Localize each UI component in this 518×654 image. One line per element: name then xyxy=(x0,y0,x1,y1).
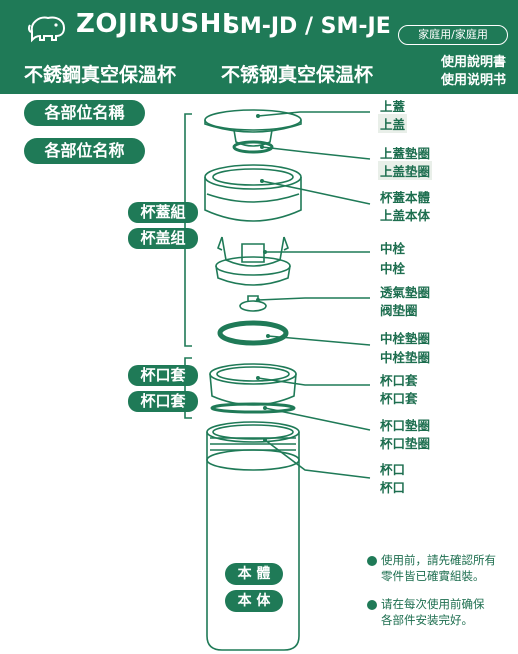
part-label-sc: 上盖本体 xyxy=(380,208,431,223)
brand-name: ZOJIRUSHI xyxy=(76,9,233,39)
part-label-sc: 中栓 xyxy=(380,261,406,276)
part-label-sc: 阀垫圈 xyxy=(380,303,418,318)
usage-tag: 家庭用/家庭用 xyxy=(398,25,508,45)
part-label-sc: 杯口 xyxy=(380,480,406,495)
note-tc-line2: 零件皆已確實組裝。 xyxy=(381,569,485,583)
section-title-sc: 各部位名称 xyxy=(24,138,145,164)
model-number: SM-JD / SM-JE xyxy=(224,14,391,39)
header-banner: ZOJIRUSHI SM-JD / SM-JE 家庭用/家庭用 不銹鋼真空保溫杯… xyxy=(0,0,518,94)
mouth-cover-tc: 杯口套 xyxy=(128,365,198,386)
part-label-tc: 中栓 xyxy=(380,241,406,256)
product-name-tc: 不銹鋼真空保溫杯 xyxy=(24,64,177,86)
note-sc-line2: 各部件安装完好。 xyxy=(381,613,473,627)
section-title-tc: 各部位名稱 xyxy=(24,100,145,126)
part-label-sc: 上盖垫圈 xyxy=(378,161,433,180)
part-label-sc: 杯口垫圈 xyxy=(380,436,431,451)
manual-title-sc: 使用说明书 xyxy=(440,73,506,88)
part-label-tc: 杯蓋本體 xyxy=(380,190,431,205)
part-label-tc: 上蓋 xyxy=(380,99,406,114)
lid-group-sc: 杯盖组 xyxy=(128,228,198,249)
bullet-icon xyxy=(367,600,377,610)
product-name-sc: 不锈钢真空保温杯 xyxy=(221,64,374,86)
note-sc-line1: 请在每次使用前确保 xyxy=(381,597,485,611)
part-label-sc: 上盖 xyxy=(378,114,408,133)
part-label-tc: 中栓墊圈 xyxy=(380,331,431,346)
part-label-tc: 杯口套 xyxy=(380,373,418,388)
body-sc: 本 体 xyxy=(225,590,283,612)
bullet-icon xyxy=(367,556,377,566)
part-label-sc: 杯口套 xyxy=(380,391,418,406)
part-label-sc: 中栓垫圈 xyxy=(380,350,431,365)
body-tc: 本 體 xyxy=(225,563,283,585)
note-tc-line1: 使用前，請先確認所有 xyxy=(381,553,496,567)
part-label-tc: 杯口 xyxy=(380,462,406,477)
lid-group-tc: 杯蓋組 xyxy=(128,202,198,223)
mouth-cover-sc: 杯口套 xyxy=(128,391,198,412)
part-label-tc: 上蓋墊圈 xyxy=(380,146,431,161)
elephant-logo-icon xyxy=(27,16,66,43)
manual-title-tc: 使用說明書 xyxy=(440,55,506,70)
part-label-tc: 杯口墊圈 xyxy=(380,418,431,433)
part-label-tc: 透氣墊圈 xyxy=(380,285,431,300)
